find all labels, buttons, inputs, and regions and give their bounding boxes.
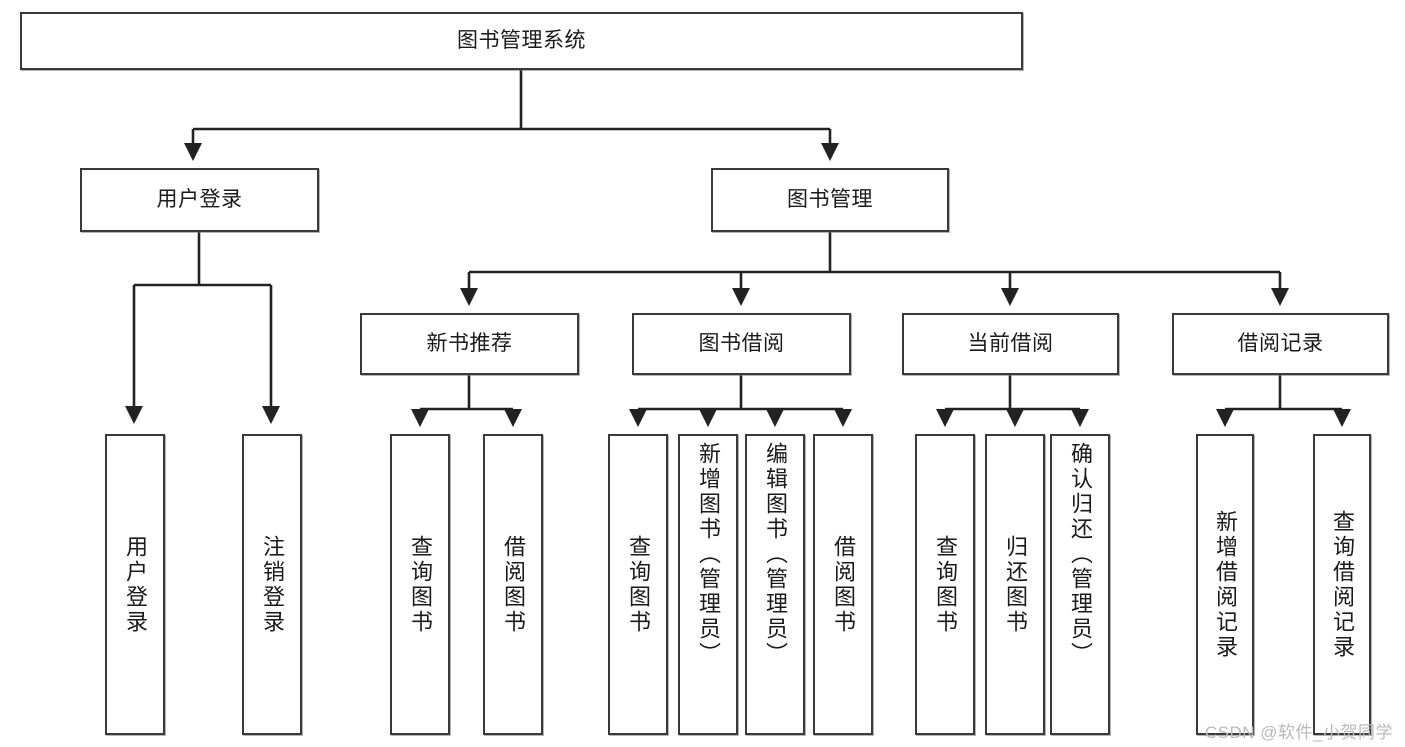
leaf-book-borrow-edit-book-admin[interactable]: 编辑图书（管理员） bbox=[745, 434, 805, 735]
node-label: 用户登录 bbox=[156, 188, 243, 212]
leaf-current-borrow-query-books[interactable]: 查询图书 bbox=[915, 434, 975, 735]
node-label: 图书借阅 bbox=[698, 332, 785, 356]
node-label: 图书管理系统 bbox=[457, 29, 586, 53]
node-new-book-recommend[interactable]: 新书推荐 bbox=[360, 313, 579, 375]
leaf-current-borrow-return-books[interactable]: 归还图书 bbox=[985, 434, 1045, 735]
vertical-text-wrap: 归还图书 bbox=[1003, 436, 1028, 733]
node-label: 查询图书 bbox=[626, 534, 651, 635]
leaf-user-login-logout[interactable]: 注销登录 bbox=[242, 434, 302, 735]
vertical-text-wrap: 查询图书 bbox=[933, 436, 958, 733]
node-label: 编辑图书（管理员） bbox=[763, 442, 788, 667]
leaf-book-borrow-add-book-admin[interactable]: 新增图书（管理员） bbox=[678, 434, 738, 735]
node-borrow-record[interactable]: 借阅记录 bbox=[1172, 313, 1389, 375]
vertical-text-wrap: 新增借阅记录 bbox=[1213, 436, 1238, 733]
node-user-login[interactable]: 用户登录 bbox=[80, 168, 319, 232]
leaf-user-login-login[interactable]: 用户登录 bbox=[105, 434, 165, 735]
node-label: 查询图书 bbox=[933, 534, 958, 635]
node-book-management-system[interactable]: 图书管理系统 bbox=[20, 12, 1023, 70]
vertical-text-wrap: 借阅图书 bbox=[831, 436, 856, 733]
node-label: 新增图书（管理员） bbox=[696, 442, 721, 667]
node-label: 用户登录 bbox=[123, 534, 148, 635]
node-label: 注销登录 bbox=[260, 534, 285, 635]
leaf-borrow-record-query-record[interactable]: 查询借阅记录 bbox=[1313, 434, 1371, 735]
node-book-management[interactable]: 图书管理 bbox=[711, 168, 949, 232]
vertical-text-wrap: 查询图书 bbox=[408, 436, 433, 733]
vertical-text-wrap: 查询图书 bbox=[626, 436, 651, 733]
vertical-text-wrap: 借阅图书 bbox=[501, 436, 526, 733]
node-label: 归还图书 bbox=[1003, 534, 1028, 635]
node-label: 当前借阅 bbox=[967, 332, 1054, 356]
node-current-borrow[interactable]: 当前借阅 bbox=[902, 313, 1119, 375]
leaf-borrow-record-add-record[interactable]: 新增借阅记录 bbox=[1196, 434, 1254, 735]
vertical-text-wrap: 查询借阅记录 bbox=[1330, 436, 1355, 733]
leaf-book-borrow-query-books[interactable]: 查询图书 bbox=[608, 434, 668, 735]
node-label: 借阅记录 bbox=[1237, 332, 1324, 356]
leaf-book-borrow-borrow-books[interactable]: 借阅图书 bbox=[813, 434, 873, 735]
node-label: 新书推荐 bbox=[426, 332, 513, 356]
leaf-new-book-query-books[interactable]: 查询图书 bbox=[390, 434, 450, 735]
node-label: 借阅图书 bbox=[501, 534, 526, 635]
vertical-text-wrap: 编辑图书（管理员） bbox=[763, 436, 788, 733]
node-label: 确认归还（管理员） bbox=[1068, 442, 1093, 667]
vertical-text-wrap: 用户登录 bbox=[123, 436, 148, 733]
node-book-borrow[interactable]: 图书借阅 bbox=[632, 313, 851, 375]
node-label: 图书管理 bbox=[787, 188, 873, 212]
node-label: 新增借阅记录 bbox=[1213, 509, 1238, 660]
node-label: 查询借阅记录 bbox=[1330, 509, 1355, 660]
leaf-current-borrow-confirm-return-admin[interactable]: 确认归还（管理员） bbox=[1050, 434, 1110, 735]
node-label: 查询图书 bbox=[408, 534, 433, 635]
vertical-text-wrap: 注销登录 bbox=[260, 436, 285, 733]
node-label: 借阅图书 bbox=[831, 534, 856, 635]
vertical-text-wrap: 确认归还（管理员） bbox=[1068, 436, 1093, 733]
leaf-new-book-borrow-books[interactable]: 借阅图书 bbox=[483, 434, 543, 735]
vertical-text-wrap: 新增图书（管理员） bbox=[696, 436, 721, 733]
